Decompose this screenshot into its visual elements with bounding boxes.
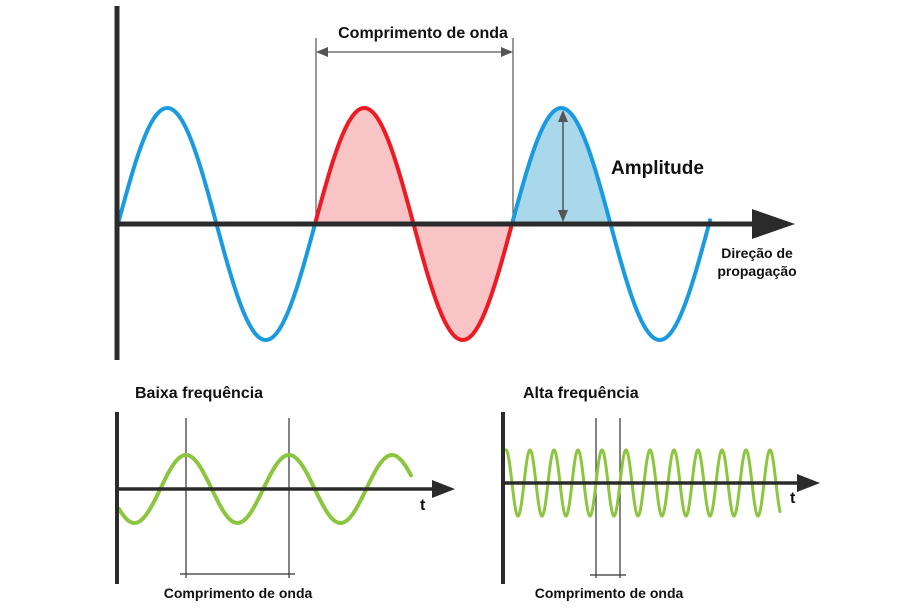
red-negative-lobe-fill (414, 224, 513, 340)
high-freq-title: Alta frequência (523, 385, 639, 402)
direction-label-line1: Direção de (721, 245, 793, 261)
main-wave-diagram: Comprimento de onda Amplitude Direção de… (114, 6, 797, 360)
low-freq-axis-label: t (420, 497, 426, 514)
low-freq-title: Baixa frequência (135, 385, 263, 402)
low-freq-wavelength-label: Comprimento de onda (164, 585, 313, 601)
low-frequency-wave (117, 452, 413, 526)
wavelength-arrow-head-right (501, 47, 513, 57)
low-frequency-panel: Baixa frequência t Comprimento de onda (115, 385, 455, 601)
high-frequency-wave (504, 448, 782, 518)
main-wavelength-label: Comprimento de onda (338, 25, 508, 42)
amplitude-arrow-head-top (558, 110, 568, 122)
blue-wave-right-segment (511, 105, 712, 343)
amplitude-arrow-head-bottom (558, 210, 568, 222)
high-freq-axis-arrow-head (797, 474, 820, 492)
red-wave-one-wavelength (314, 105, 515, 343)
propagation-arrow-head (752, 209, 795, 239)
high-freq-wavelength-label: Comprimento de onda (535, 585, 684, 601)
amplitude-label: Amplitude (611, 158, 704, 179)
red-positive-lobe-fill (316, 108, 415, 224)
wavelength-arrow-head-left (316, 47, 328, 57)
low-freq-axis-arrow-head (432, 480, 455, 498)
direction-label-line2: propagação (717, 263, 796, 279)
high-freq-axis-label: t (790, 490, 796, 507)
high-frequency-panel: Alta frequência t Comprimento de onda (501, 385, 820, 601)
